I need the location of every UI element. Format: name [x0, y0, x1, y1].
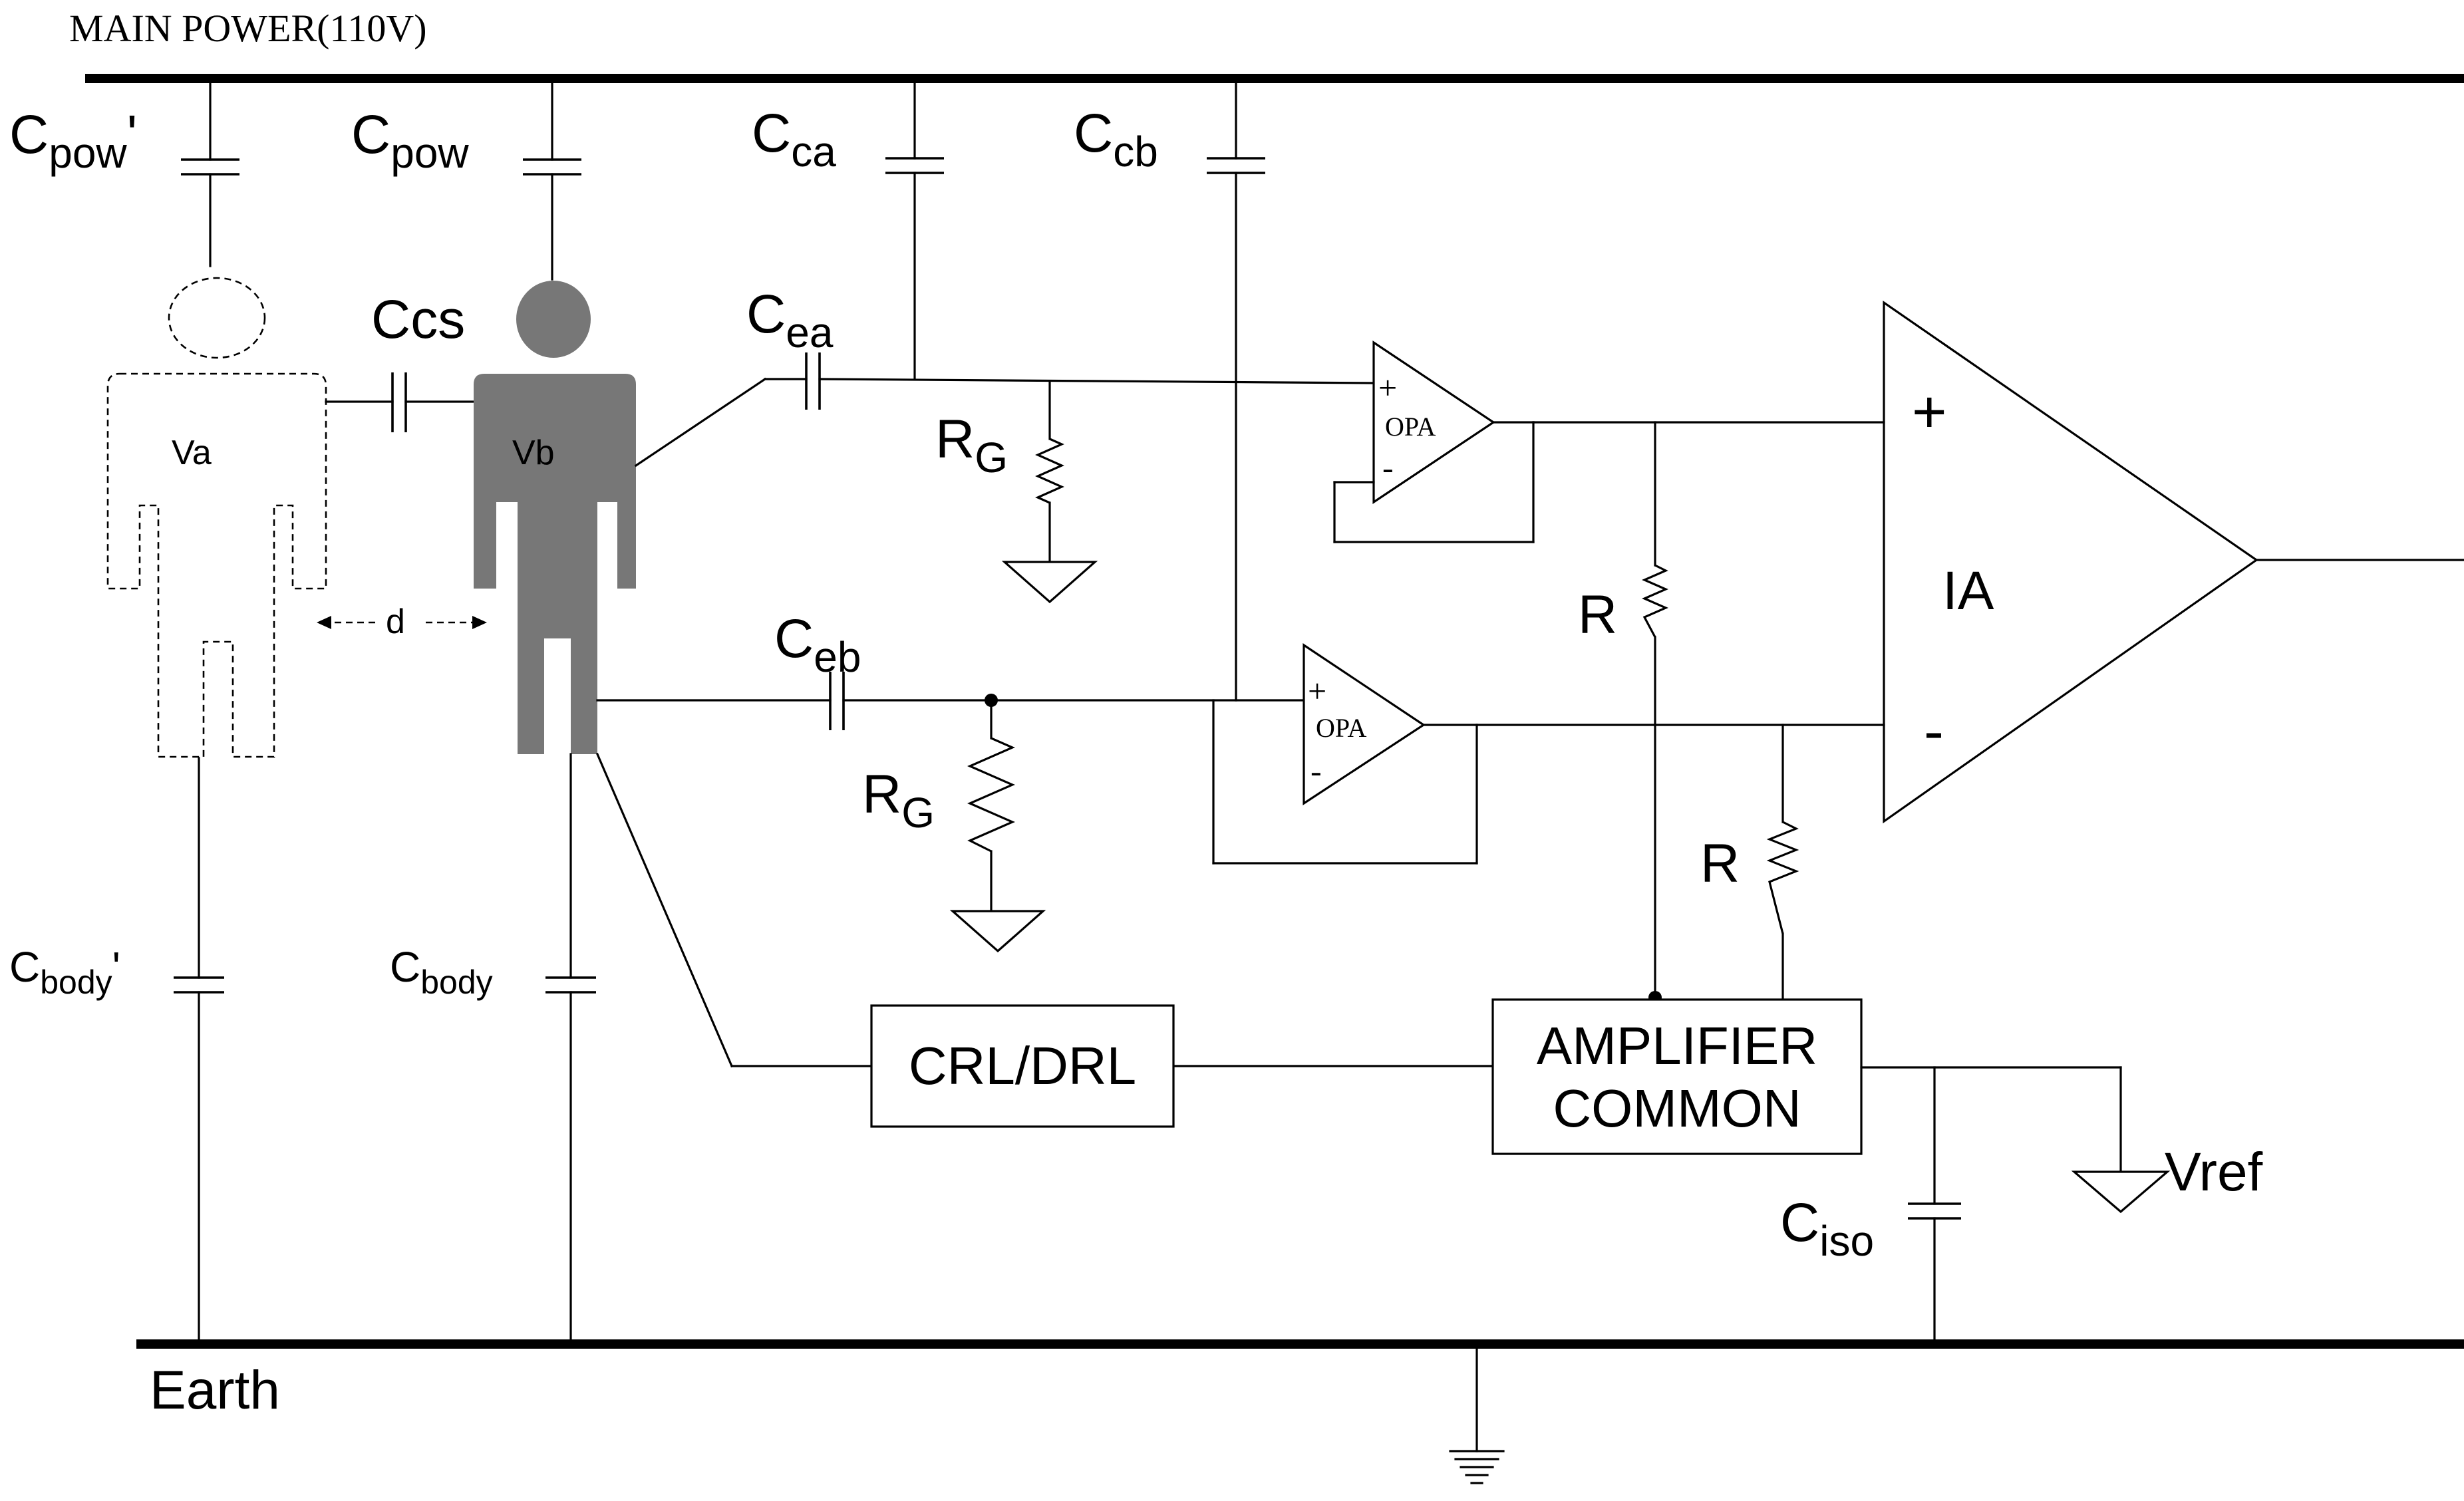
cbody-prime-capacitor [174, 757, 224, 1341]
rg-bottom-label: RG [862, 764, 935, 837]
rg-top-label: RG [935, 409, 1008, 481]
r-bottom-resistor [1766, 724, 1799, 999]
opa-top-minus: - [1382, 449, 1394, 486]
opa-top-label: OPA [1385, 412, 1436, 442]
r-top-resistor [1642, 421, 1668, 999]
cpow-label: Cpow [351, 104, 469, 177]
ia-minus: - [1924, 698, 1944, 765]
distance-d-arrow [317, 616, 487, 629]
ia-plus: + [1912, 379, 1947, 446]
earth-label: Earth [150, 1360, 280, 1421]
opa-bottom-minus: - [1310, 752, 1322, 789]
cca-label: Cca [752, 103, 836, 176]
opa-bottom-plus: + [1308, 672, 1326, 710]
opa-bottom-label: OPA [1316, 713, 1366, 743]
ccb-capacitor [1207, 81, 1265, 702]
cbody-prime-label: Cbody' [9, 943, 120, 1001]
vref-ground-icon [2071, 1066, 2171, 1214]
rg-top-resistor [1001, 380, 1098, 604]
instrumentation-amplifier [1475, 300, 2464, 824]
ia-label: IA [1942, 561, 1994, 621]
crl-drl-block [870, 1004, 1175, 1128]
opa-top [1333, 341, 1535, 543]
ciso-label: Ciso [1780, 1192, 1874, 1265]
cpow-prime-capacitor [181, 81, 239, 267]
vref-label: Vref [2165, 1142, 2263, 1202]
cbody-capacitor [545, 753, 596, 1341]
va-label: Va [172, 434, 212, 472]
ccs-capacitor [325, 372, 475, 432]
ceb-capacitor [596, 672, 1305, 730]
amplifier-common-block [1491, 998, 1863, 1155]
ceb-label: Ceb [774, 609, 861, 681]
amplifier-common-line2: COMMON [1553, 1079, 1801, 1138]
ccs-label: Ccs [371, 289, 465, 350]
person-b-figure [474, 281, 636, 754]
r-top-label: R [1578, 585, 1617, 645]
ciso-capacitor [1860, 1066, 2122, 1341]
crl-drl-wiring [595, 752, 1494, 1068]
cpow-capacitor [523, 81, 581, 281]
cea-capacitor [634, 352, 1375, 468]
vb-label: Vb [512, 434, 555, 472]
earth-ground-icon [1449, 1347, 1505, 1484]
amplifier-common-line1: AMPLIFIER [1537, 1016, 1817, 1075]
cbody-label: Cbody [390, 943, 493, 1001]
cca-capacitor [885, 81, 944, 380]
cpow-prime-label: Cpow' [9, 104, 137, 177]
r-bottom-label: R [1700, 833, 1740, 894]
opa-bottom [1212, 643, 1478, 865]
ccb-label: Ccb [1074, 103, 1158, 176]
rg-bottom-resistor [949, 699, 1046, 953]
cea-label: Cea [746, 284, 834, 356]
d-label: d [386, 603, 405, 641]
opa-top-plus: + [1378, 369, 1397, 406]
person-a-outline [106, 277, 327, 758]
crl-drl-label: CRL/DRL [909, 1036, 1136, 1095]
main-power-title: MAIN POWER(110V) [69, 7, 427, 50]
